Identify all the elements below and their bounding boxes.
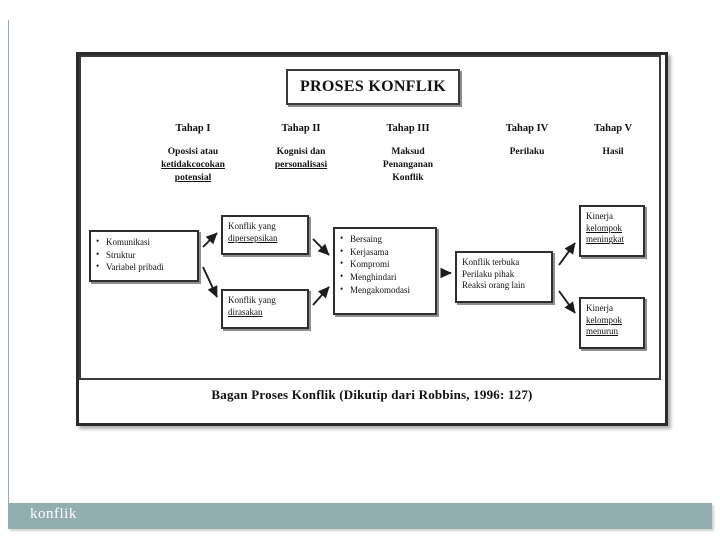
box-stage2-perceived-conflict: Konflik yang dipersepsikan (221, 215, 309, 255)
box-stage5-increase-line: kelompok (586, 222, 622, 233)
box-stage5-increase-line: meningkat (586, 234, 624, 245)
box-stage2-perceived-line: Konflik yang (228, 221, 276, 231)
stage-label-5: Tahap V (593, 123, 633, 134)
box-stage2-felt-conflict: Konflik yang dirasakan (221, 289, 309, 329)
stage-subtitle-2-line-1: Kognisi dan (276, 147, 326, 158)
diagram-caption: Bagan Proses Konflik (Dikutip dari Robbi… (211, 387, 533, 402)
box-stage5-increase-line: Kinerja (586, 211, 613, 221)
stage-header-4: Tahap IV Perilaku (467, 123, 587, 159)
box-stage3-item: Kompromi (340, 258, 430, 271)
stage-header-2: Tahap II Kognisi dan personalisasi (241, 123, 361, 172)
stage-label-1: Tahap I (175, 123, 211, 134)
diagram-title-box: PROSES KONFLIK (286, 69, 460, 105)
stage-label-4: Tahap IV (505, 123, 549, 134)
stage-header-5: Tahap V Hasil (565, 123, 661, 159)
box-stage5-decrease-line: Kinerja (586, 303, 613, 313)
box-stage3-intentions: Bersaing Kerjasama Kompromi Menghindari … (333, 227, 437, 315)
stage-subtitle-1-line-2: ketidakcocokan (161, 159, 225, 170)
arrow-stage1-to-perceived (202, 232, 218, 248)
box-stage2-felt-line: Konflik yang (228, 295, 276, 305)
box-stage5-decrease-line: menurun (586, 326, 618, 337)
slide-footer-label: konflik (30, 506, 77, 522)
box-stage3-item: Mengakomodasi (340, 284, 430, 297)
stage-subtitle-3-line-1: Maksud (391, 147, 425, 158)
box-stage1-antecedents: Komunikasi Struktur Variabel pribadi (89, 230, 199, 282)
box-stage2-felt-line: dirasakan (228, 306, 263, 317)
box-stage4-behavior: Konflik terbuka Perilaku pihak Reaksi or… (455, 251, 553, 303)
stage-subtitle-5-line-1: Hasil (602, 147, 624, 158)
slide-left-rule (8, 20, 9, 504)
box-stage5-performance-decrease: Kinerja kelompok menurun (579, 297, 645, 349)
stage-label-3: Tahap III (386, 123, 430, 134)
stage-header-1: Tahap I Oposisi atau ketidakcocokan pote… (133, 123, 253, 184)
box-stage3-item: Menghindari (340, 271, 430, 284)
box-stage3-item: Kerjasama (340, 246, 430, 259)
stage-subtitle-1-line-3: potensial (174, 172, 212, 183)
diagram-outer-frame: PROSES KONFLIK Tahap I Oposisi atau keti… (76, 52, 668, 426)
arrow-perceived-to-stage3 (312, 238, 330, 256)
box-stage2-perceived-line: dipersepsikan (228, 232, 278, 243)
stage-subtitle-2-line-2: personalisasi (274, 159, 328, 170)
stage-subtitle-1-line-1: Oposisi atau (167, 147, 219, 158)
box-stage1-item: Komunikasi (96, 236, 192, 249)
arrow-stage1-to-felt (202, 266, 218, 298)
arrow-felt-to-stage3 (312, 286, 330, 306)
stage-label-2: Tahap II (281, 123, 321, 134)
stage-subtitle-3-line-2: Penanganan (382, 159, 434, 170)
box-stage4-line: Konflik terbuka (462, 257, 520, 267)
stage-header-3: Tahap III Maksud Penanganan Konflik (343, 123, 473, 184)
box-stage5-performance-increase: Kinerja kelompok meningkat (579, 205, 645, 257)
stage-subtitle-3-line-3: Konflik (392, 172, 424, 183)
diagram-inner-frame: PROSES KONFLIK Tahap I Oposisi atau keti… (79, 55, 661, 380)
box-stage5-decrease-line: kelompok (586, 314, 622, 325)
stage-subtitle-4-line-1: Perilaku (509, 147, 545, 158)
arrow-stage4-to-decrease (558, 290, 576, 314)
box-stage1-item: Struktur (96, 249, 192, 262)
diagram-title: PROSES KONFLIK (299, 78, 446, 95)
arrow-stage4-to-increase (558, 242, 576, 266)
box-stage1-item: Variabel pribadi (96, 261, 192, 274)
box-stage4-line: Perilaku pihak (462, 268, 515, 279)
box-stage4-line: Reaksi orang lain (462, 280, 525, 291)
slide-footer-bar (8, 503, 712, 529)
box-stage3-item: Bersaing (340, 233, 430, 246)
